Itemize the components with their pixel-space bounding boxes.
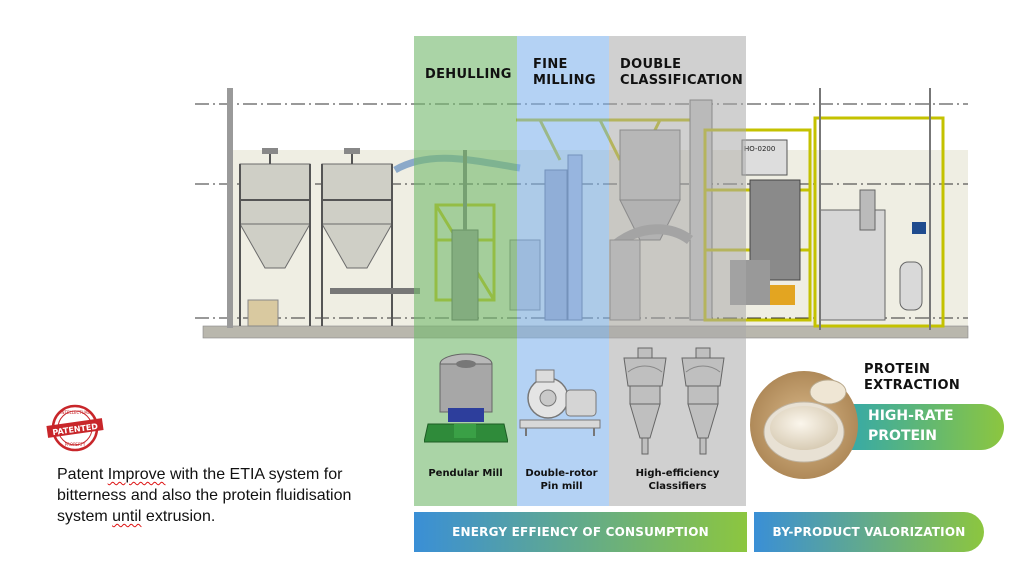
patent-text-part: ETIA [229,466,265,483]
patent-text-part: Improve [107,466,166,483]
protein-powder-bowl-image [750,371,858,479]
pin-mill-image [519,369,601,436]
patent-text-part: until [112,508,142,525]
protein-extraction-title: PROTEIN EXTRACTION [864,362,961,393]
high-rate-protein-badge [836,404,1004,450]
by-product-valorization-banner: BY-PRODUCT VALORIZATION [754,512,984,552]
double-classification-title: DOUBLE CLASSIFICATION [620,57,744,88]
fine-milling-title: FINE MILLING [533,57,596,88]
high-rate-protein-label: HIGH-RATE PROTEIN [868,408,954,444]
patent-text-part: system for bitterness and also the prote… [57,466,352,525]
pendular-mill-image [424,353,508,443]
patent-text-part: extrusion. [141,508,216,525]
patent-description: Patent Improve with the ETIA system for … [57,464,387,527]
double-classification-band [609,36,746,506]
seal-bottom-text: PROPERTY [65,442,86,447]
patent-text-part: Patent [57,466,108,483]
pendular-mill-caption: Pendular Mill [428,468,503,479]
dehulling-title: DEHULLING [425,67,512,82]
classifier-image [623,347,725,455]
energy-efficiency-banner: ENERGY EFFIENCY OF CONSUMPTION [414,512,747,552]
tank-label: HO-0200 [744,145,775,153]
patented-seal-icon: INTELLECTUAL PATENTED PROPERTY [46,404,104,452]
patent-text-part: with the [165,466,230,483]
classifiers-caption: High-efficiency Classifiers [635,468,720,492]
pin-mill-caption: Double-rotor Pin mill [525,468,598,492]
seal-top-text: INTELLECTUAL [60,410,90,415]
